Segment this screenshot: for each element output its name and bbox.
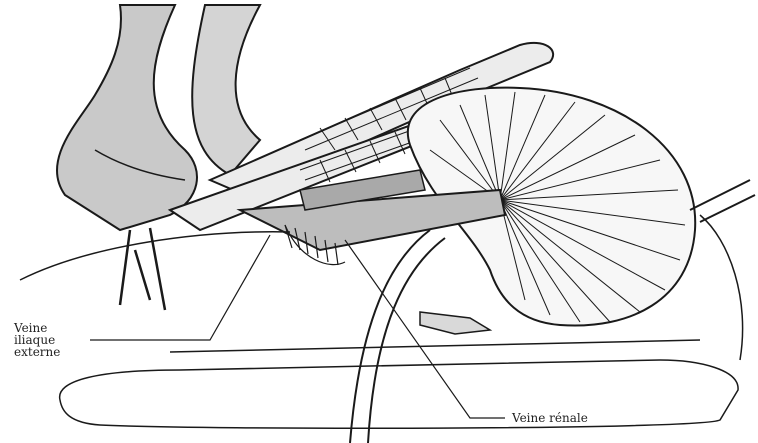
label-veine-iliaque-externe: Veine iliaque externe [14, 322, 60, 358]
ligature-clip [420, 312, 490, 334]
leader-line-iliaque [90, 235, 270, 340]
iliac-vessel [57, 5, 260, 310]
label-veine-renale: Veine rénale [512, 412, 588, 424]
